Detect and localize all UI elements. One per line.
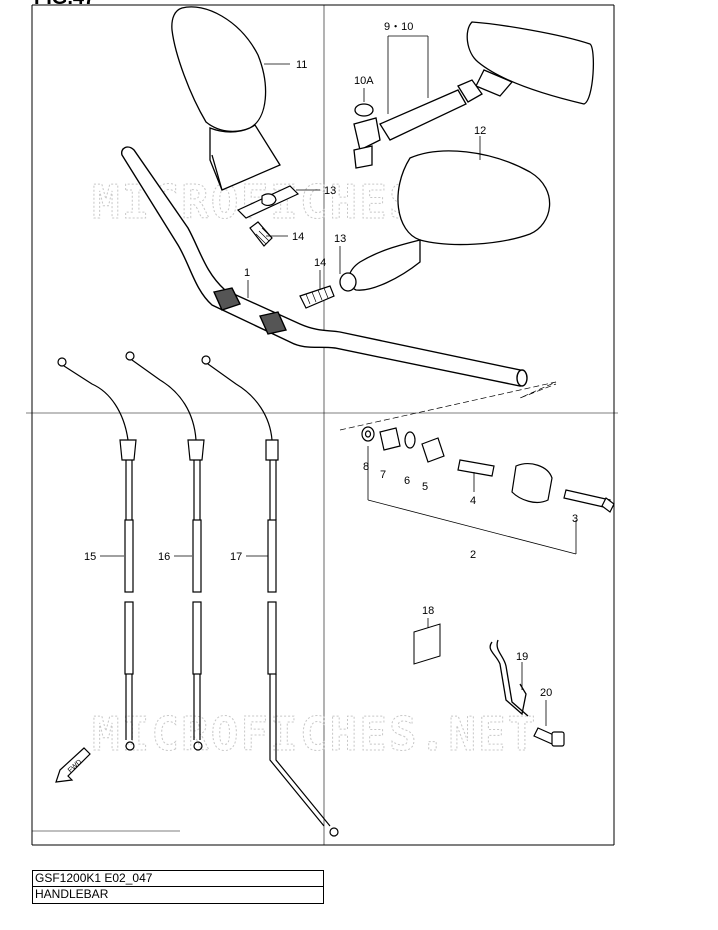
callout-14-right: 14	[314, 257, 326, 269]
part-19-cable-guide	[489, 639, 529, 717]
callout-13-left: 13	[324, 185, 336, 197]
part-1-handlebar	[121, 146, 528, 387]
part-13-left-clamp	[236, 185, 300, 219]
callout-8: 8	[363, 461, 369, 473]
callout-3: 3	[572, 513, 578, 525]
parts-2-8-bar-end-assembly	[339, 381, 615, 513]
diagram-frame	[26, 4, 618, 846]
part-20-bolt	[533, 727, 565, 747]
callout-5: 5	[422, 481, 428, 493]
part-14-right-bolt	[299, 285, 335, 309]
callout-6: 6	[404, 475, 410, 487]
part-18-pad	[413, 623, 441, 665]
callout-4: 4	[470, 495, 476, 507]
part-17-cable	[201, 355, 339, 837]
callout-19: 19	[516, 651, 528, 663]
figure-title: FIG.47	[34, 0, 95, 9]
part-11-left-mirror	[171, 6, 281, 191]
callout-17: 17	[230, 551, 242, 563]
callout-7: 7	[380, 469, 386, 481]
callout-leaders	[100, 35, 577, 726]
callout-16: 16	[158, 551, 170, 563]
callout-20: 20	[540, 687, 552, 699]
callout-18: 18	[422, 605, 434, 617]
callout-13-right: 13	[334, 233, 346, 245]
callout-11: 11	[296, 59, 307, 71]
part-16-cable	[125, 351, 205, 751]
callout-14-left: 14	[292, 231, 304, 243]
caption-model-code: GSF1200K1 E02_047	[32, 870, 324, 887]
part-14-left-bolt	[249, 221, 273, 247]
caption-part-name: HANDLEBAR	[32, 887, 324, 904]
callout-labels: 11 13 14 1 9・10 10A 12 13 14 8 7 6 5 4 3…	[84, 21, 578, 699]
forward-arrow-icon: FWD	[55, 747, 91, 783]
watermark-bottom: MICROFICHES.NET	[92, 707, 537, 761]
part-15-cable	[57, 357, 137, 751]
callout-2: 2	[470, 549, 476, 561]
callout-12: 12	[474, 125, 486, 137]
callout-15: 15	[84, 551, 96, 563]
callout-9-10: 9・10	[384, 21, 413, 33]
callout-10a: 10A	[354, 75, 374, 87]
callout-1: 1	[244, 267, 250, 279]
part-12-right-mirror	[339, 150, 551, 292]
part-9-10-right-mirror	[353, 21, 594, 169]
